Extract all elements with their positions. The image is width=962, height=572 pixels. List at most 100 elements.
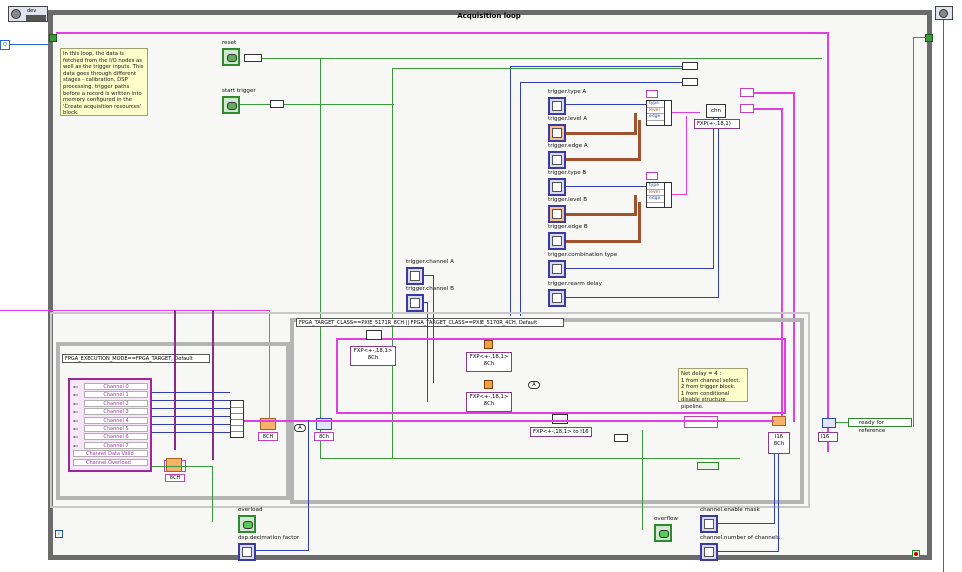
bundle-field-level: level	[647, 190, 667, 196]
overflow-indicator	[654, 524, 672, 542]
wire-bundle-b-out-v	[686, 116, 687, 195]
trigger-combination-type-control[interactable]	[548, 260, 566, 278]
reset-feedback-node	[244, 54, 262, 62]
bundle-b-out-node	[664, 182, 672, 208]
wire-overflow	[642, 430, 643, 530]
stop-terminal[interactable]	[912, 550, 920, 558]
bundle-field-edge: edge	[647, 196, 667, 203]
refnum-chip	[26, 15, 46, 21]
cluster-row-index-icon: ▪▫	[73, 434, 79, 440]
channel-enable-mask-label: channel.enable mask	[700, 507, 760, 513]
start-trigger-control[interactable]	[222, 96, 240, 114]
wire-type-a	[566, 104, 646, 105]
acquisition-loop-frame	[48, 10, 932, 560]
wire-chan-b-v	[427, 302, 428, 402]
tag-a-right: A	[528, 381, 540, 389]
trigger-combination-type-label: trigger.combination type	[548, 252, 618, 258]
fxp-8ch-box-2: FXP<+-,18,1> 8Ch	[466, 352, 512, 372]
net-delay-note: Net delay = 4 : 1 from channel select. 2…	[678, 368, 748, 410]
channel-enable-mask-control[interactable]	[700, 515, 718, 533]
wire-cluster-out-4	[152, 416, 230, 417]
right-shift-register	[925, 34, 933, 42]
fxp-node-top-icon	[366, 330, 382, 340]
wire-pink-top-v	[827, 32, 829, 452]
wire-cluster-out-2	[152, 400, 230, 401]
wire-num-channels	[718, 551, 778, 552]
wire-cluster-out-6	[152, 432, 230, 433]
reset-label: reset	[222, 40, 237, 46]
stop-reference-icon[interactable]	[935, 6, 953, 20]
dev-label: dev	[27, 8, 37, 14]
reset-control[interactable]	[222, 48, 240, 66]
convert-node-icon	[552, 414, 568, 424]
wire-edge-b-v	[638, 202, 641, 243]
bundle-field-edge: edge	[647, 114, 667, 121]
cluster-channel-row: Channel 6	[84, 433, 148, 441]
trigger-edge-a-control[interactable]	[548, 151, 566, 169]
loop-iteration-terminal: i	[55, 530, 63, 538]
wire-purple-v2	[212, 310, 214, 460]
wire-cluster-out-3	[152, 408, 230, 409]
convert-node-2	[614, 434, 628, 442]
dsp-decimation-factor-control[interactable]	[238, 543, 256, 561]
dsp-decimation-factor-label: dsp.decimation factor	[238, 535, 300, 541]
fxp-type-label: FXP<+-,18,1>	[469, 354, 509, 360]
cluster-row-index-icon: ▪▫	[73, 426, 79, 431]
wire-edge-a-v	[638, 120, 641, 161]
trigger-channel-b-control[interactable]	[406, 294, 424, 312]
trigger-edge-b-control[interactable]	[548, 232, 566, 250]
dsp-node-1-label: 8CH	[258, 432, 278, 441]
wire-green-v1	[320, 58, 321, 458]
ch8-label: 8Ch	[367, 355, 379, 361]
wire-cluster-out-1	[152, 392, 230, 393]
vi-reference-icon[interactable]: dev	[8, 6, 48, 22]
target-class-case-selector[interactable]: FPGA_TARGET_CLASS==PXIE_5171R_8CH || FPG…	[296, 318, 564, 327]
cluster-row-index-icon: ▪▫	[73, 384, 79, 389]
channel-number-of-channels-control[interactable]	[700, 543, 718, 561]
wire-blue-dsp	[308, 420, 309, 550]
q-terminal[interactable]: Q	[0, 40, 10, 50]
io-node-icon	[166, 458, 182, 472]
wire-edge-a	[566, 158, 640, 161]
cluster-row-index-icon: ▪▫	[73, 400, 79, 406]
wire-top-blue-2	[520, 82, 682, 83]
i16-constant: I16	[818, 432, 838, 442]
channel-number-of-channels-label: channel.number of channels	[700, 535, 780, 541]
loop-comment-note: In this loop, the data is fetched from t…	[60, 48, 148, 116]
loop-title: Acquisition loop	[457, 12, 521, 20]
wire-rearm	[566, 297, 718, 298]
fxp-type-label: FXP<+-,18,1>	[469, 394, 509, 400]
trigger-select-a-node	[484, 340, 493, 349]
execution-mode-case-selector[interactable]: FPGA_EXECUTION_MODE==FPGA_TARGET, Defaul…	[62, 354, 210, 363]
wire-top-blue-2-v	[520, 82, 521, 316]
trigger-type-a-control[interactable]	[548, 97, 566, 115]
trigger-rearm-delay-control[interactable]	[548, 289, 566, 307]
wire-level-a	[566, 132, 636, 135]
trigger-channel-a-control[interactable]	[406, 267, 424, 285]
trigger-level-b-control[interactable]	[548, 205, 566, 223]
wire-top-green	[392, 68, 682, 69]
cluster-row-index-icon: ▪▫	[73, 409, 79, 415]
cluster-row-index-icon: ▪▫	[73, 442, 79, 448]
trigger-level-a-control[interactable]	[548, 124, 566, 142]
trigger-a-bundler: type level edge	[646, 100, 668, 126]
wire-enable-v	[774, 454, 775, 524]
wire-level-b	[566, 213, 636, 216]
cluster-row-index-icon: ▪▫	[73, 417, 79, 423]
cluster-channel-row: Channel 5	[84, 425, 148, 432]
wire-pink-in	[0, 310, 270, 311]
wire-num-v	[778, 454, 779, 552]
trigger-type-b-control[interactable]	[548, 178, 566, 196]
dsp-node-2-label: 8Ch	[314, 432, 334, 441]
wire-pink-right-top	[754, 92, 794, 94]
bundle-a-out-node	[664, 100, 672, 126]
cluster-channel-row: Channel 0	[84, 383, 148, 390]
left-shift-register	[49, 34, 57, 42]
cluster-status-row: Channel Data Valid	[73, 450, 148, 458]
q-wire	[10, 44, 50, 45]
right-wire	[943, 20, 944, 572]
trigger-level-a-label: trigger.level A	[548, 116, 588, 122]
wire-level-b-v	[634, 195, 637, 216]
start-trigger-node	[270, 100, 284, 108]
top-pink-node-2	[740, 104, 754, 113]
